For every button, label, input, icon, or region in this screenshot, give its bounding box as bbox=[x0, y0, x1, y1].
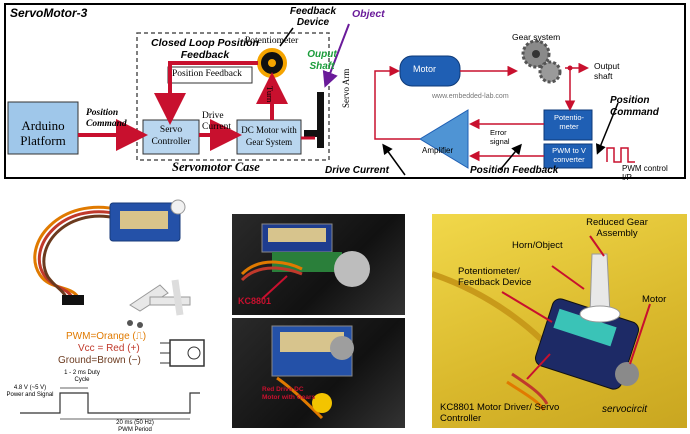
motor-photo-label: Motor bbox=[642, 294, 667, 305]
potentiometer-right-label: Potentio-meter bbox=[553, 113, 585, 131]
motor-label: Motor bbox=[413, 64, 437, 74]
object-label: Object bbox=[352, 8, 385, 20]
arduino-block bbox=[7, 101, 79, 155]
website-label: www.embedded-lab.com bbox=[432, 93, 509, 100]
drive-current-right-label: Drive Current bbox=[325, 165, 389, 176]
duty-cycle-label: 1 - 2 ms Duty Cycle bbox=[64, 370, 100, 383]
error-signal-label: Error signal bbox=[490, 128, 510, 146]
brand-label: servocircit bbox=[602, 404, 648, 415]
feedback-loop-diagram bbox=[374, 39, 635, 176]
pwm-converter-label: PWM to V converter bbox=[552, 146, 586, 164]
output-shaft-right-label: Output shaft bbox=[594, 61, 620, 81]
servo-block-diagram bbox=[7, 23, 350, 161]
reduced-gear-label: Reduced Gear Assembly bbox=[586, 217, 648, 239]
horn-object-label: Horn/Object bbox=[512, 240, 563, 251]
amplifier-triangle bbox=[419, 109, 469, 169]
ground-wire-label: Ground=Brown (−) bbox=[58, 355, 141, 366]
servo-controller-block bbox=[142, 119, 200, 155]
pwm-control-label: PWM control I/P bbox=[622, 164, 668, 182]
closed-loop-label: Closed Loop Position Feedback bbox=[151, 37, 259, 61]
vcc-wire-label: Vcc = Red (+) bbox=[78, 343, 140, 354]
amplifier-label: Amplifier bbox=[422, 146, 454, 155]
position-feedback-label: Position Feedback bbox=[172, 69, 242, 79]
servo-open-photo-top: KC8801 bbox=[232, 214, 405, 315]
power-label: 4.8 V (~5 V) Power and Signal bbox=[6, 385, 54, 398]
kc8801-driver-label: KC8801 Motor Driver/ Servo Controller bbox=[440, 402, 560, 424]
servo-pinout-panel: PWM=Orange (⎍) Vcc = Red (+) Ground=Brow… bbox=[0, 185, 230, 434]
servo-internals-photo: Reduced Gear Assembly Horn/Object Potent… bbox=[432, 214, 687, 428]
dc-motor-block bbox=[236, 119, 302, 155]
diagram-title: ServoMotor-3 bbox=[10, 6, 88, 20]
servomotor-case-label: Servomotor Case bbox=[172, 160, 260, 174]
potentiometer-feedback-label: Potentiometer/ Feedback Device bbox=[458, 266, 532, 288]
position-command-right-label: Position Command bbox=[610, 95, 659, 118]
turn-label: Turn bbox=[265, 86, 275, 103]
servo-photo-illustration bbox=[20, 199, 205, 420]
pwm-waveform bbox=[606, 147, 635, 163]
feedback-device-label: Feedback Device bbox=[289, 6, 337, 28]
output-shaft-label: Ouput Shaft bbox=[307, 49, 337, 72]
kc8801-label: KC8801 bbox=[238, 296, 272, 306]
position-command-label: Position Command bbox=[86, 108, 127, 129]
pwm-wire-label: PWM=Orange (⎍) bbox=[66, 331, 147, 342]
red-drive-label: Red Drive DC Motor with Gears bbox=[262, 386, 316, 401]
servo-arm bbox=[317, 92, 324, 148]
servomotor-case-outline bbox=[136, 32, 330, 161]
dc-motor-label: DC Motor with Gear System bbox=[241, 125, 297, 147]
position-feedback-right-label: Position Feedback bbox=[470, 165, 559, 176]
servo-arm-label: Servo Arm bbox=[341, 68, 351, 108]
servo-controller-label: Servo Controller bbox=[151, 125, 191, 147]
gear-system-label: Gear system bbox=[512, 32, 561, 42]
drive-current-label: Drive Current bbox=[202, 111, 232, 132]
servo-open-photo-bottom: Red Drive DC Motor with Gears bbox=[232, 318, 405, 428]
potentiometer-label: Potentiometer bbox=[245, 36, 299, 46]
arduino-label: Arduino Platform bbox=[20, 118, 66, 148]
pwm-timing-diagram bbox=[20, 392, 200, 414]
pwm-period-label: 20 ms (50 Hz) PWM Period bbox=[116, 420, 154, 433]
